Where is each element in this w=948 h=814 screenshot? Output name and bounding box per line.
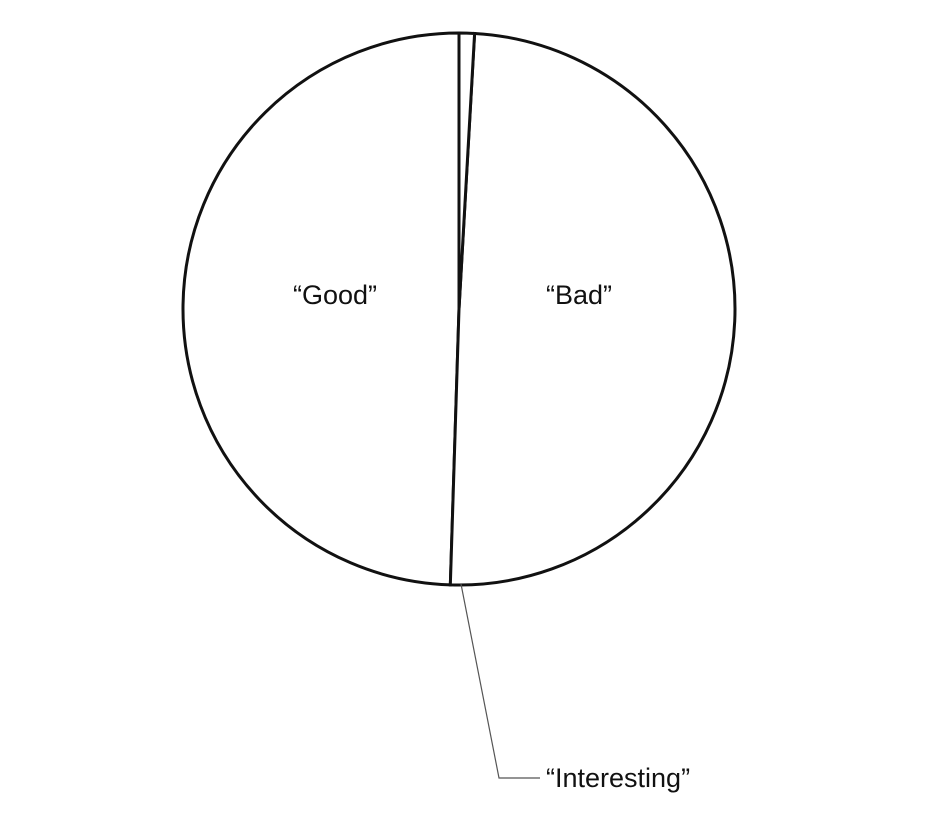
pie-labels: “Good” “Bad” [293, 280, 612, 310]
callout: “Interesting” [460, 583, 690, 793]
slice-good [181, 31, 461, 587]
callout-leader-line [460, 583, 540, 779]
slice-label-good: “Good” [293, 280, 377, 310]
slice-label-bad: “Bad” [546, 280, 612, 310]
slice-bad [448, 31, 737, 587]
pie-slices [181, 31, 737, 587]
callout-label-interesting: “Interesting” [546, 763, 690, 793]
slice-interesting [457, 31, 477, 310]
